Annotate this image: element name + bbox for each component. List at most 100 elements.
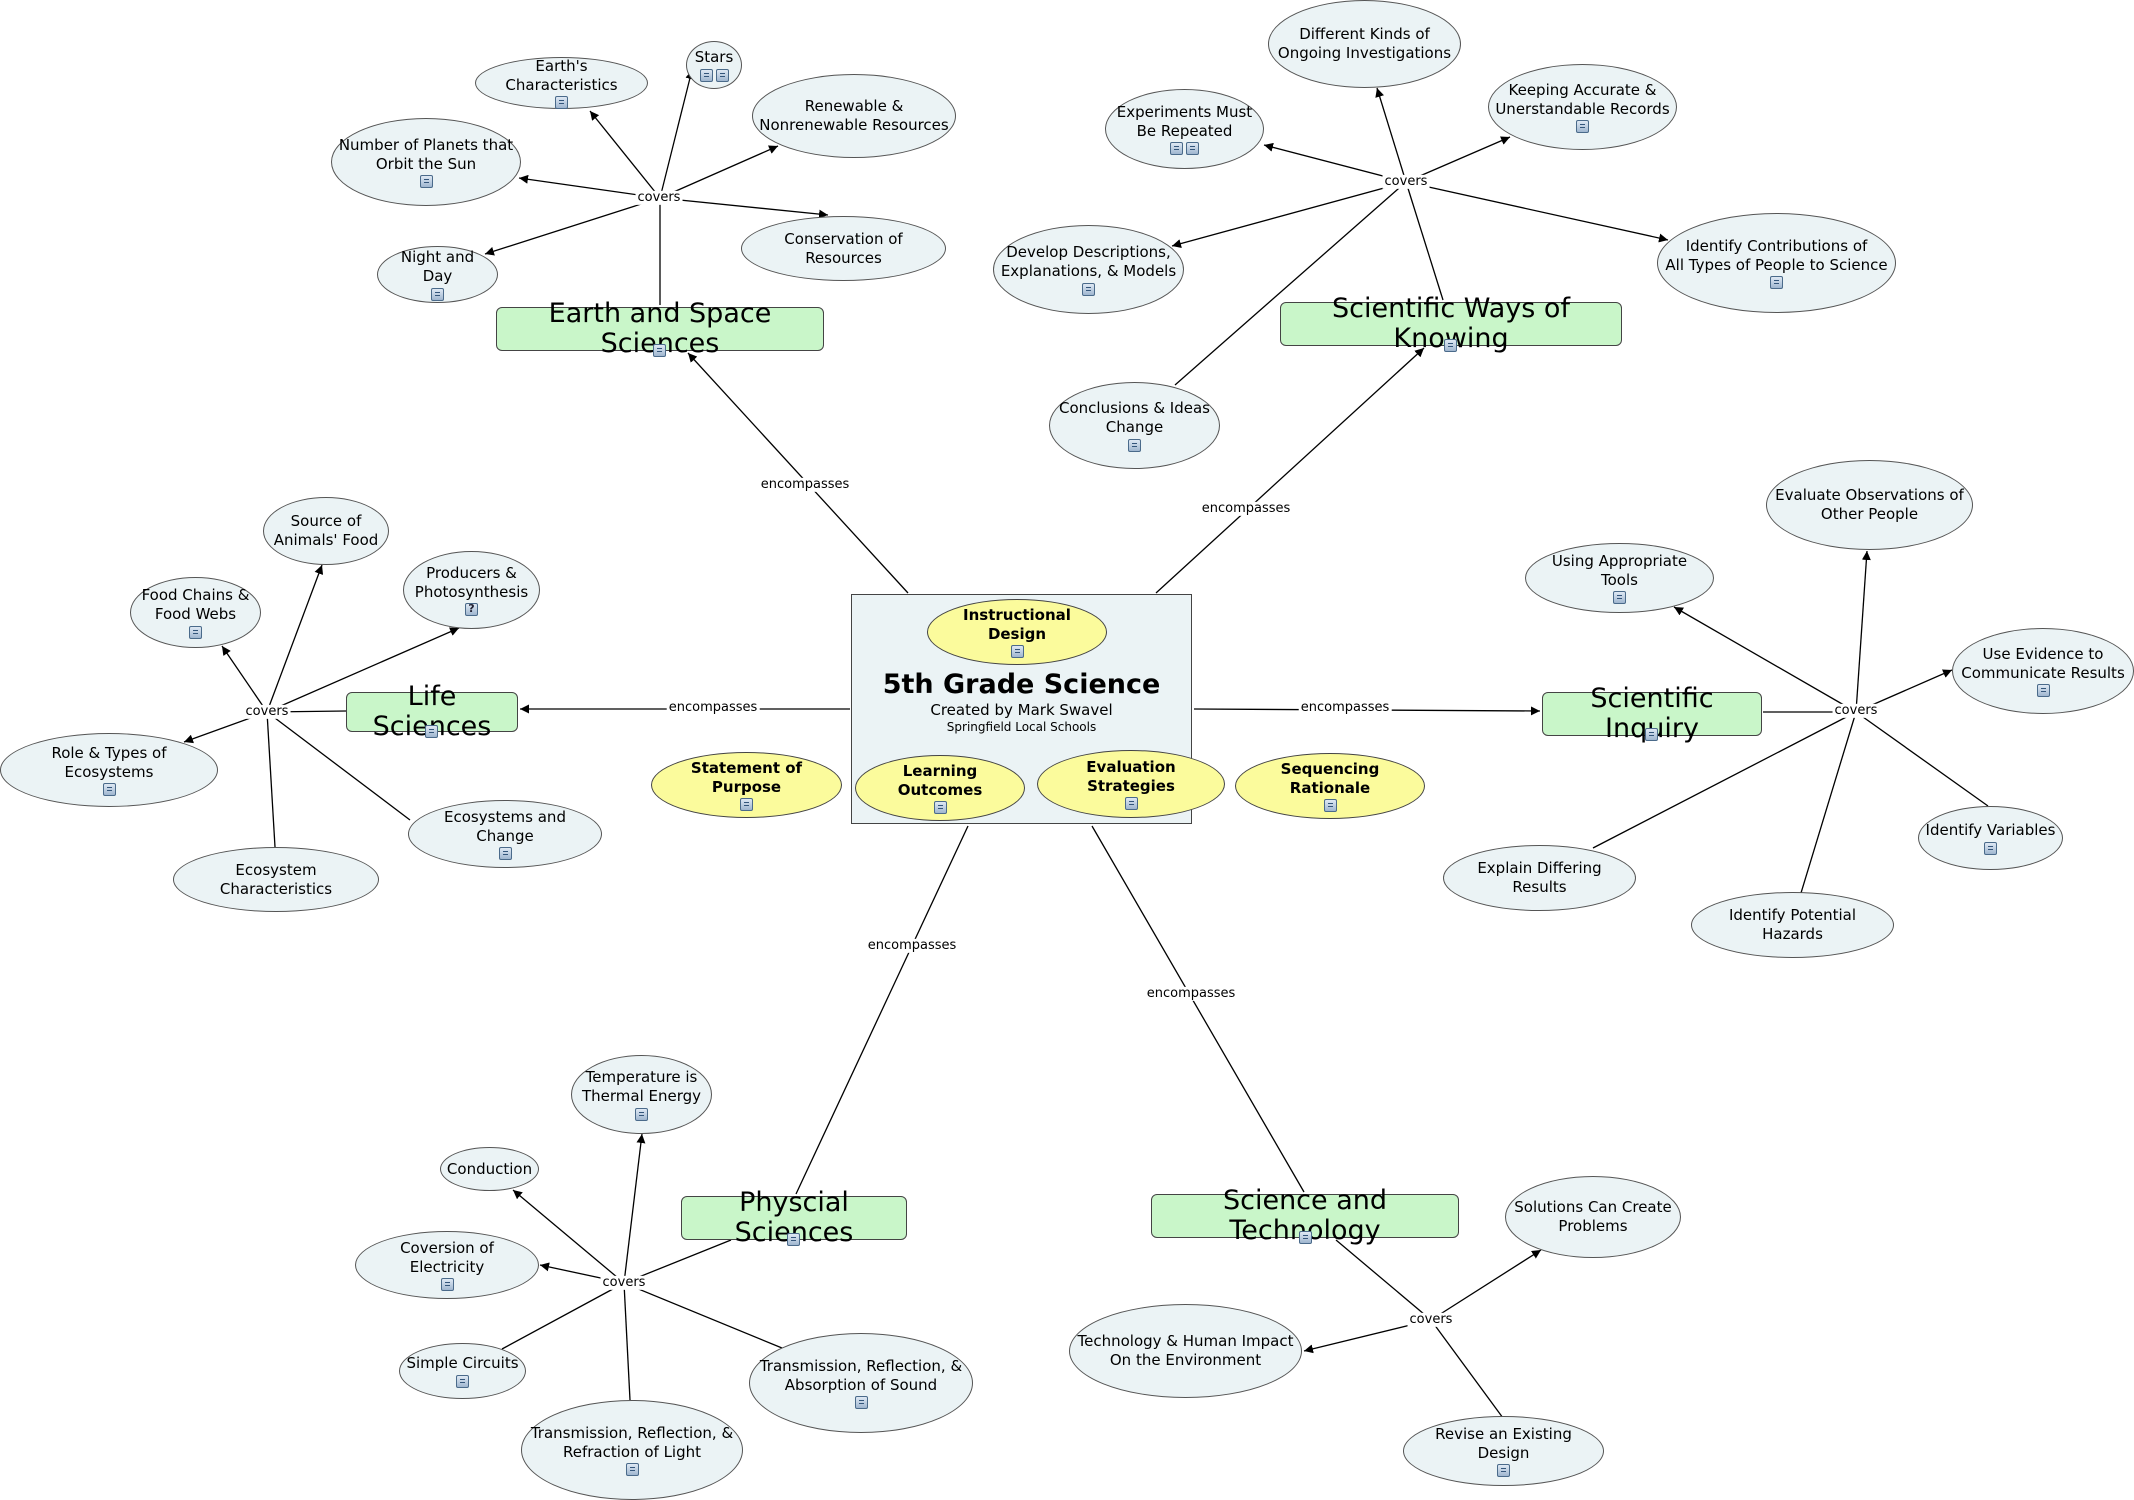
- concept-conduction[interactable]: Conduction: [440, 1147, 539, 1191]
- link-label-covers: covers: [600, 1274, 648, 1291]
- resource-icon[interactable]: [1299, 1231, 1312, 1244]
- plan-label: Instructional Design: [963, 605, 1071, 643]
- concept-renewable-resources[interactable]: Renewable & Nonrenewable Resources: [752, 74, 956, 158]
- resource-icon[interactable]: [699, 68, 713, 82]
- link-label-covers: covers: [1832, 702, 1880, 719]
- concept-develop-descriptions[interactable]: Develop Descriptions, Explanations, & Mo…: [993, 225, 1184, 314]
- plan-sequencing-rationale[interactable]: Sequencing Rationale: [1235, 753, 1425, 819]
- resource-icon[interactable]: [1984, 841, 1997, 855]
- plan-evaluation-strategies[interactable]: Evaluation Strategies: [1037, 750, 1225, 818]
- concept-identify-contributions[interactable]: Identify Contributions of All Types of P…: [1657, 213, 1896, 313]
- resource-icon[interactable]: [2036, 684, 2050, 698]
- plan-statement-of-purpose[interactable]: Statement of Purpose: [651, 752, 842, 818]
- link-line: [1263, 142, 1407, 183]
- topic-physical-sciences[interactable]: Physcial Sciences: [681, 1188, 907, 1247]
- resource-icon[interactable]: [715, 68, 729, 82]
- concept-ecosystems-change[interactable]: Ecosystems and Change: [408, 800, 602, 868]
- resource-icon[interactable]: [102, 783, 116, 797]
- topic-label: Science and Technology: [1222, 1185, 1388, 1246]
- resource-icon[interactable]: [854, 1396, 868, 1410]
- resource-icon[interactable]: [1128, 438, 1141, 452]
- link-line: [1155, 347, 1425, 594]
- resource-icon[interactable]: [625, 1463, 639, 1477]
- link-line: [266, 711, 276, 848]
- resource-icon[interactable]: [787, 1233, 800, 1246]
- concept-earths-characteristics[interactable]: Earth's Characteristics: [475, 57, 648, 110]
- resource-icon[interactable]: [431, 287, 444, 301]
- resource-icon[interactable]: [1323, 799, 1337, 813]
- concept-revise-design[interactable]: Revise an Existing Design: [1403, 1416, 1604, 1486]
- concept-appropriate-tools[interactable]: Using Appropriate Tools: [1525, 543, 1714, 613]
- concept-thermal-energy[interactable]: Temperature is Thermal Energy: [571, 1055, 712, 1134]
- concept-conversion-of-electricity[interactable]: Coversion of Electricity: [355, 1231, 539, 1299]
- resource-icon[interactable]: [555, 96, 568, 110]
- link-label-encompasses: encompasses: [758, 476, 852, 493]
- concept-food-chains[interactable]: Food Chains & Food Webs: [130, 577, 261, 648]
- concept-potential-hazards[interactable]: Identify Potential Hazards: [1691, 892, 1894, 958]
- concept-ongoing-investigations[interactable]: Different Kinds of Ongoing Investigation…: [1268, 0, 1461, 88]
- link-line: [512, 1189, 625, 1284]
- resource-icon[interactable]: [740, 798, 753, 812]
- topic-scientific-ways-of-knowing[interactable]: Scientific Ways of Knowing: [1280, 294, 1622, 353]
- resource-icon[interactable]: [1170, 142, 1183, 156]
- link-line: [1335, 1239, 1432, 1321]
- resource-icon[interactable]: [1645, 728, 1658, 741]
- resource-icon[interactable]: [1444, 339, 1457, 352]
- concept-night-and-day[interactable]: Night and Day: [377, 246, 498, 303]
- concept-accurate-records[interactable]: Keeping Accurate & Unerstandable Records: [1488, 64, 1677, 150]
- concept-number-of-planets[interactable]: Number of Planets that Orbit the Sun: [331, 118, 521, 206]
- concept-sound[interactable]: Transmission, Reflection, & Absorption o…: [749, 1333, 973, 1433]
- concept-producers-photosynthesis[interactable]: Producers & Photosynthesis: [403, 551, 540, 629]
- resource-icon[interactable]: [653, 344, 666, 357]
- concept-conclusions-change[interactable]: Conclusions & Ideas Change: [1049, 382, 1220, 469]
- plan-label: Evaluation Strategies: [1086, 757, 1176, 795]
- topic-label: Life Sciences: [373, 681, 492, 742]
- concept-solutions-problems[interactable]: Solutions Can Create Problems: [1505, 1176, 1681, 1258]
- link-line: [1091, 825, 1305, 1193]
- resource-icon[interactable]: [1613, 591, 1626, 605]
- concept-ecosystem-characteristics[interactable]: Ecosystem Characteristics: [173, 847, 379, 912]
- resource-icon[interactable]: [635, 1107, 648, 1121]
- plan-instructional-design[interactable]: Instructional Design: [927, 599, 1107, 665]
- concept-role-types-ecosystems[interactable]: Role & Types of Ecosystems: [0, 733, 218, 807]
- question-resource-icon[interactable]: [465, 602, 478, 617]
- concept-evaluate-observations[interactable]: Evaluate Observations of Other People: [1766, 460, 1973, 550]
- link-line: [1430, 1249, 1542, 1321]
- resource-icon[interactable]: [498, 847, 512, 861]
- resource-icon[interactable]: [1124, 797, 1138, 811]
- resource-icon[interactable]: [1010, 645, 1024, 659]
- resource-icon[interactable]: [1497, 1464, 1510, 1478]
- concept-use-evidence[interactable]: Use Evidence to Communicate Results: [1952, 628, 2134, 714]
- resource-icon[interactable]: [1576, 120, 1589, 134]
- link-line: [1800, 711, 1857, 894]
- concept-explain-differing-results[interactable]: Explain Differing Results: [1443, 845, 1636, 911]
- concept-conservation-of-resources[interactable]: Conservation of Resources: [741, 216, 946, 281]
- resource-icon[interactable]: [1186, 142, 1199, 156]
- concept-simple-circuits[interactable]: Simple Circuits: [399, 1343, 526, 1399]
- topic-earth-and-space-sciences[interactable]: Earth and Space Sciences: [496, 299, 824, 358]
- resource-icon[interactable]: [1082, 282, 1095, 296]
- resource-icon[interactable]: [1770, 276, 1783, 290]
- center-title: 5th Grade Science: [882, 668, 1161, 700]
- resource-icon[interactable]: [189, 625, 202, 639]
- plan-learning-outcomes[interactable]: Learning Outcomes: [855, 755, 1025, 821]
- link-line: [501, 1282, 625, 1350]
- concept-experiments-repeated[interactable]: Experiments Must Be Repeated: [1105, 89, 1264, 169]
- concept-identify-variables[interactable]: Identify Variables: [1918, 806, 2063, 870]
- link-line: [1174, 181, 1407, 386]
- topic-science-and-technology[interactable]: Science and Technology: [1151, 1186, 1459, 1245]
- link-line: [623, 1282, 783, 1349]
- concept-source-of-food[interactable]: Source of Animals' Food: [263, 497, 389, 565]
- resource-icon[interactable]: [456, 1374, 469, 1388]
- resource-icon[interactable]: [440, 1278, 454, 1292]
- resource-icon[interactable]: [933, 801, 947, 815]
- link-label-encompasses: encompasses: [1199, 500, 1293, 517]
- resource-icon[interactable]: [425, 725, 438, 738]
- concept-light[interactable]: Transmission, Reflection, & Refraction o…: [521, 1400, 743, 1500]
- resource-icon[interactable]: [419, 175, 433, 189]
- link-label-covers: covers: [1382, 173, 1430, 190]
- concept-stars[interactable]: Stars: [686, 41, 742, 89]
- link-line: [659, 145, 779, 199]
- concept-human-impact[interactable]: Technology & Human Impact On the Environ…: [1069, 1304, 1302, 1398]
